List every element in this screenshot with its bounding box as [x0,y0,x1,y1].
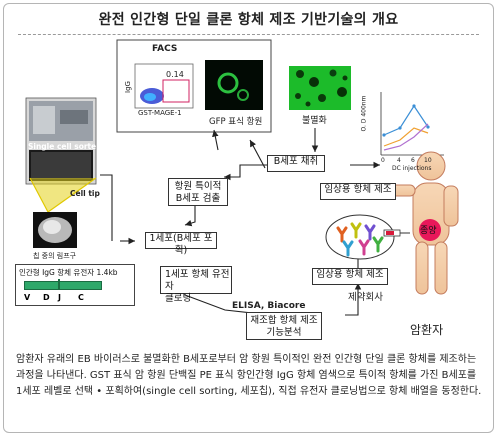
syringe-icon [383,229,410,237]
immortal-caption: 불멸화 [302,116,327,126]
cloning-line2: 클로닝 [165,293,192,304]
step-capture: 1세포(B세포 포획) [145,232,217,256]
antibody-ring [325,214,395,260]
sorter-photo [25,97,97,185]
chart-tick-4: 10 [424,157,432,164]
gene-bar-marker [58,279,60,290]
tumor-label: 종양 [420,226,437,236]
sorter-label: Single cell sorter [28,142,100,151]
chart-series-1 [383,104,429,136]
pharma-label: 제약회사 [348,292,383,303]
gene-title: 인간형 IgG 항체 유전자 1.4kb [19,268,118,277]
gene-seg-d: D [43,293,50,302]
chart-tick-3: 6 [411,157,415,164]
gene-bar [24,281,102,290]
step-clinical-bottom: 임상용 항체 제조 [312,268,388,285]
facs-label: FACS [152,44,178,54]
recomb-line1: 재조합 항체 제조 [250,315,318,326]
elisa-label: ELISA, Biacore [232,301,306,311]
step-cloning: 1세포 항체 유전자 클로닝 [160,266,232,304]
step-capture-label: 1세포(B세포 포획) [149,233,213,256]
gene-seg-v: V [24,293,31,302]
step-antigen-detect: 항원 특이적 B세포 검출 [168,178,228,206]
chart-x-axis: DC injections [392,165,432,172]
facs-x-axis: GST-MAGE-1 [138,109,182,117]
recomb-line2: 기능분석 [266,327,302,338]
gfp-caption: GFP 표식 항원 [209,117,263,127]
gene-seg-c: C [78,293,84,302]
chart-tick-2: 4 [397,157,401,164]
tumor-marker [419,219,441,241]
facs-gate [162,79,190,103]
od-chart [380,92,444,156]
immortal-image [289,66,351,110]
chart-tick-1: 0 [381,157,385,164]
facs-gate-value: 0.14 [166,70,184,79]
gene-box: 인간형 IgG 항체 유전자 1.4kb V D J C [15,264,135,306]
figure-title: 완전 인간형 단일 클론 항체 제조 기반기술의 개요 [98,12,399,28]
step-clinical-top: 임상용 항체 제조 [320,183,396,200]
facs-y-axis: IgG [123,81,132,93]
clinical-bottom-label: 임상용 항체 제조 [316,269,384,280]
clinical-top-label: 임상용 항체 제조 [324,184,392,195]
facs-panel [116,39,272,133]
step-recombinant: 재조합 항체 제조 기능분석 [246,312,322,340]
gene-seg-j: J [58,293,61,302]
lymphocyte-caption: 칩 중의 림프구 [33,252,77,260]
cell-tip-callout [30,178,96,212]
patient-label: 암환자 [410,323,444,337]
cell-tip-label: Cell tip [70,189,100,198]
gfp-image [205,60,263,110]
step-b-collect-label: B세포 채취 [273,156,319,167]
cloning-line1: 1세포 항체 유전자 [165,269,230,292]
figure-caption: 암환자 유래의 EB 바이러스로 불멸화한 B세포로부터 암 항원 특이적인 완… [16,354,482,397]
lymphocyte-image [33,212,77,248]
antigen-detect-line1: 항원 특이적 [174,181,222,192]
chart-y-axis: O. D 400nm [360,95,368,132]
chart-series-3 [383,123,429,151]
antigen-detect-line2: B세포 검출 [175,193,221,204]
step-b-collect: B세포 채취 [267,155,325,172]
title-divider [18,34,479,35]
